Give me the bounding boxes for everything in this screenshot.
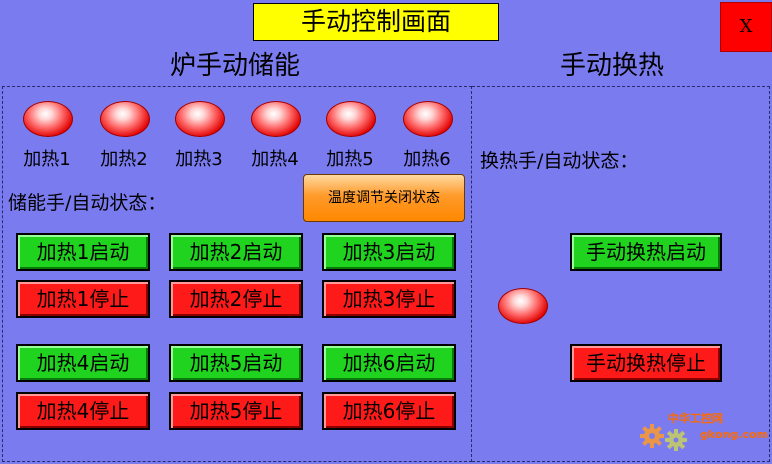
heater-3-start-button[interactable]: 加热3启动 <box>322 233 456 271</box>
heater-6-label: 加热6 <box>403 149 451 170</box>
heat-exchange-lamp-icon <box>498 288 548 324</box>
heater-4-lamp-icon <box>251 101 301 137</box>
heater-2-label: 加热2 <box>100 149 148 170</box>
heater-4-label: 加热4 <box>251 149 299 170</box>
heater-6-stop-button[interactable]: 加热6停止 <box>322 392 456 430</box>
heater-6-lamp-icon <box>403 101 453 137</box>
heater-5-lamp-icon <box>326 101 376 137</box>
watermark-logo: 中华工控网 gkong.com <box>638 410 768 458</box>
heater-1-stop-button[interactable]: 加热1停止 <box>16 280 150 318</box>
gear-icon <box>640 424 687 451</box>
page-title: 手动控制画面 <box>253 3 499 41</box>
section-title-heat-exchange: 手动换热 <box>560 51 665 81</box>
manual-exchange-stop-button[interactable]: 手动换热停止 <box>570 344 722 382</box>
heater-2-stop-button[interactable]: 加热2停止 <box>169 280 303 318</box>
close-button[interactable]: X <box>720 2 772 52</box>
heater-3-stop-button[interactable]: 加热3停止 <box>322 280 456 318</box>
heater-4-start-button[interactable]: 加热4启动 <box>16 344 150 382</box>
heater-2-start-button[interactable]: 加热2启动 <box>169 233 303 271</box>
heater-5-start-button[interactable]: 加热5启动 <box>169 344 303 382</box>
manual-exchange-start-button[interactable]: 手动换热启动 <box>570 233 722 271</box>
heater-2-lamp-icon <box>100 101 150 137</box>
heater-1-label: 加热1 <box>23 149 71 170</box>
section-title-furnace: 炉手动储能 <box>170 51 301 81</box>
watermark-line2: gkong.com <box>700 428 768 441</box>
heater-1-lamp-icon <box>23 101 73 137</box>
furnace-panel <box>2 86 472 462</box>
heat-exchange-panel <box>472 86 770 462</box>
temperature-regulation-button[interactable]: 温度调节关闭状态 <box>303 174 465 222</box>
watermark-line1: 中华工控网 <box>668 412 723 425</box>
heater-6-start-button[interactable]: 加热6启动 <box>322 344 456 382</box>
storage-mode-status-label: 储能手/自动状态： <box>8 192 167 214</box>
heater-4-stop-button[interactable]: 加热4停止 <box>16 392 150 430</box>
heater-3-lamp-icon <box>175 101 225 137</box>
heater-3-label: 加热3 <box>175 149 223 170</box>
exchange-mode-status-label: 换热手/自动状态： <box>480 150 639 172</box>
heater-5-stop-button[interactable]: 加热5停止 <box>169 392 303 430</box>
heater-5-label: 加热5 <box>326 149 374 170</box>
heater-1-start-button[interactable]: 加热1启动 <box>16 233 150 271</box>
